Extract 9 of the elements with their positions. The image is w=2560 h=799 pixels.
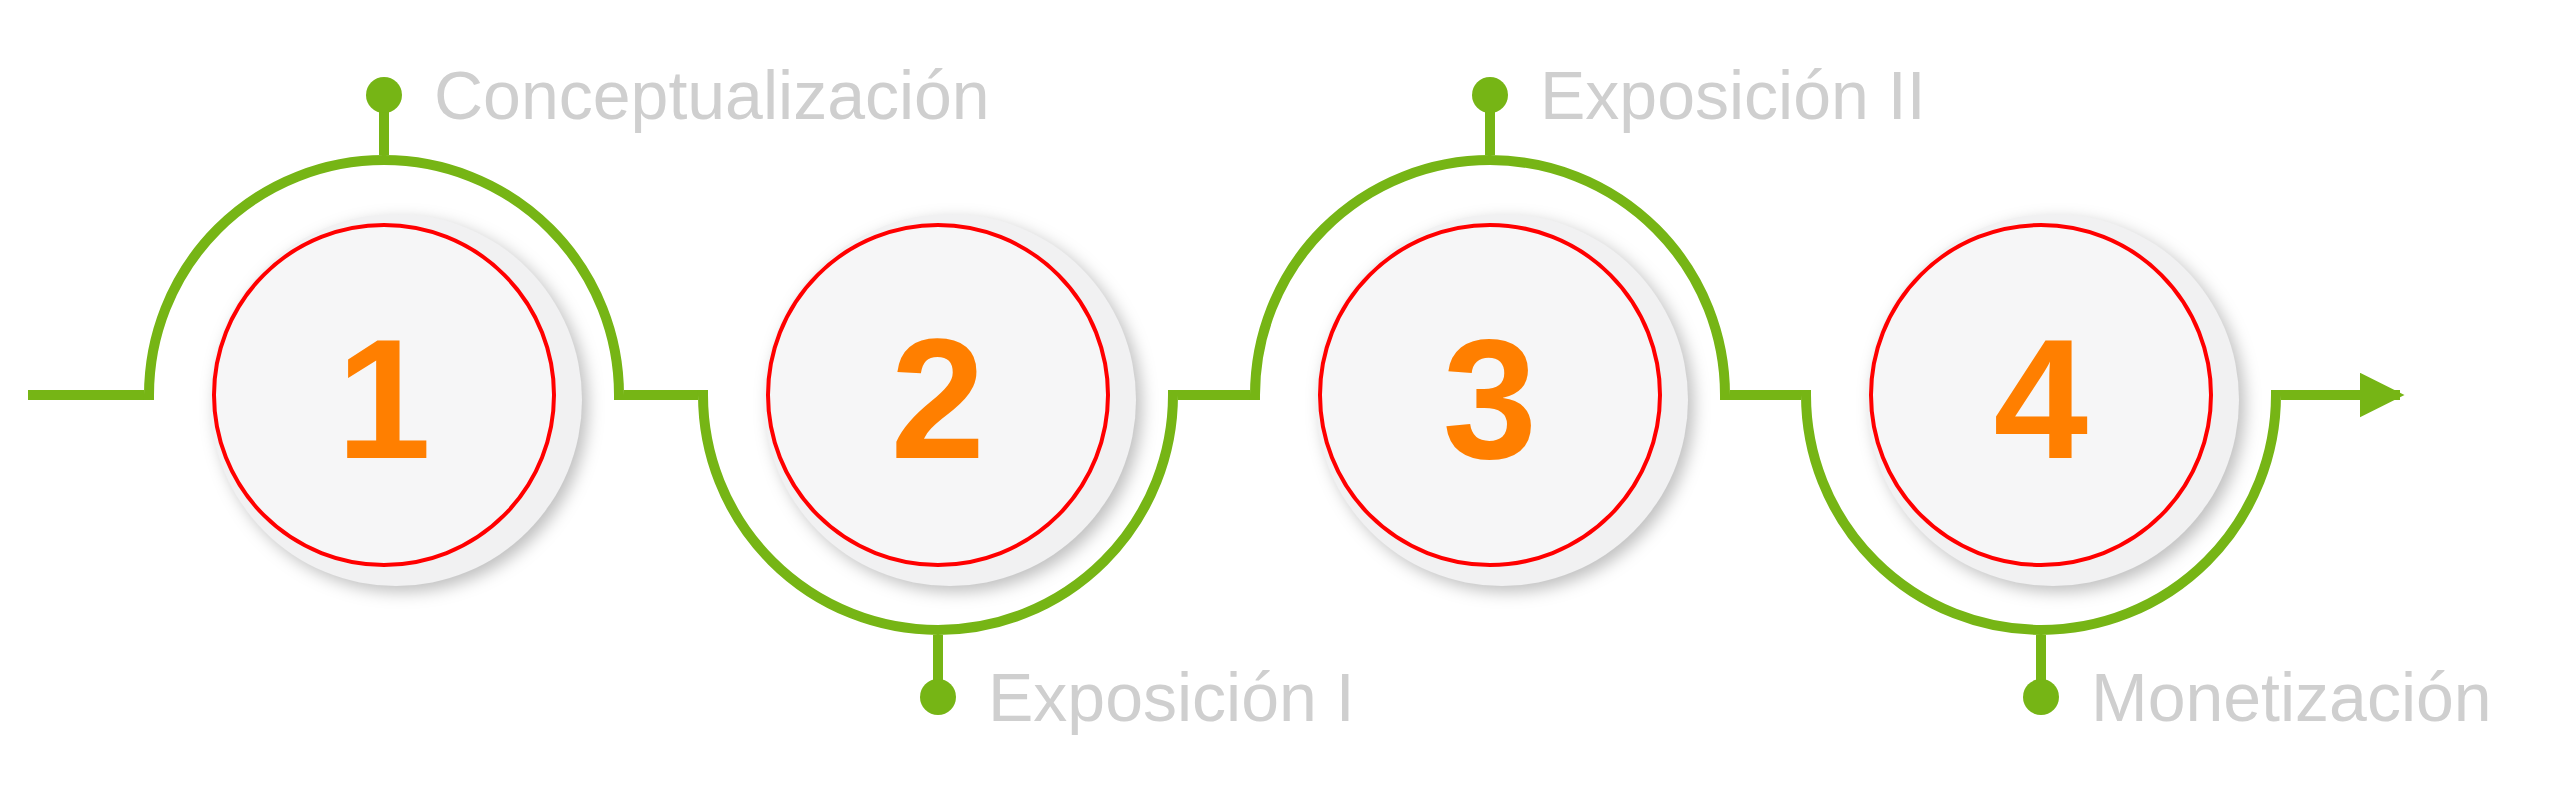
step-number: 3	[1442, 314, 1538, 484]
connector-line	[1178, 390, 1250, 400]
connector-line	[1730, 390, 1801, 400]
step-number: 4	[1993, 314, 2089, 484]
connector-line	[624, 390, 698, 400]
arrow	[2281, 372, 2405, 418]
step-number: 1	[336, 314, 432, 484]
connector-line	[28, 390, 144, 400]
step-number: 2	[890, 314, 986, 484]
